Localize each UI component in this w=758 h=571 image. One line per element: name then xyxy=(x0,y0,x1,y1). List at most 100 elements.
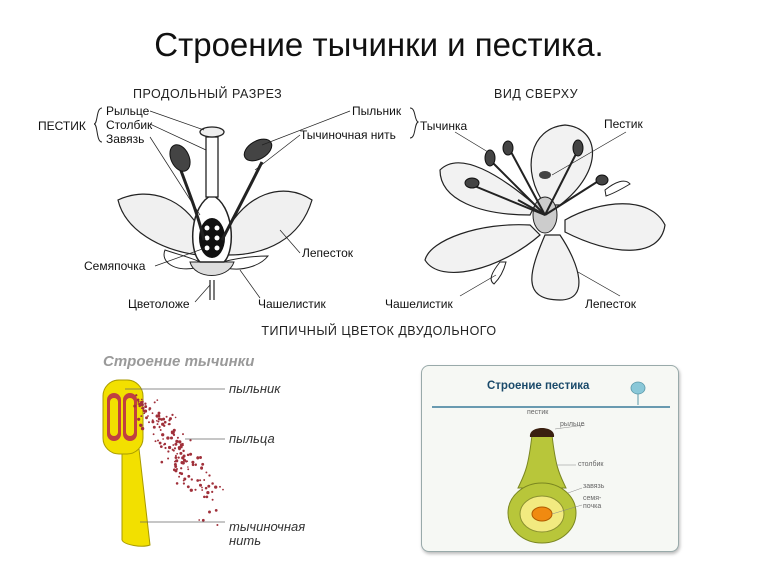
pistil-style xyxy=(517,434,567,489)
pollen-grain xyxy=(182,433,184,436)
pollen-grain xyxy=(169,436,174,440)
pollen-grain xyxy=(198,483,203,487)
pollen-grain xyxy=(162,424,166,428)
pollen-grain xyxy=(182,479,185,482)
pollen-grain xyxy=(158,441,162,445)
pollen-grain xyxy=(160,418,163,421)
pollen-grain xyxy=(191,463,195,467)
pollen-grain xyxy=(162,438,164,440)
anther-label-stamen: пыльник xyxy=(229,381,281,396)
right-filament xyxy=(220,161,264,241)
pollen-grain xyxy=(157,417,161,421)
pollen-grain xyxy=(189,488,193,492)
pollen-grain xyxy=(156,439,160,442)
pistil-group-label: ПЕСТИК xyxy=(38,119,86,133)
pollen-grain xyxy=(140,398,143,401)
pollen-grain xyxy=(152,433,155,436)
pollen-grain xyxy=(135,394,138,397)
pollen-grain xyxy=(179,451,183,455)
pollen-grain xyxy=(152,425,156,429)
pollen-grain xyxy=(211,490,214,493)
pollen-grain xyxy=(136,398,140,402)
pollen-grain xyxy=(157,420,160,423)
petal-label-left: Лепесток xyxy=(302,246,354,260)
pollen-grain xyxy=(175,459,179,463)
figure-caption: ТИПИЧНЫЙ ЦВЕТОК ДВУДОЛЬНОГО xyxy=(261,324,497,338)
ovule-tiny-label-line1: семя- xyxy=(583,495,602,502)
pollen-grain xyxy=(172,449,175,452)
pollen-grain xyxy=(203,479,206,481)
pollen-grain xyxy=(175,439,179,444)
pollen-grain xyxy=(172,428,176,432)
pollen-grain xyxy=(222,488,224,491)
pollen-grain xyxy=(182,449,185,453)
page-title: Строение тычинки и пестика. xyxy=(154,26,604,63)
pollen-grain xyxy=(139,423,143,427)
pollen-grain xyxy=(173,463,177,466)
ovary-tiny-label: завязь xyxy=(583,483,605,490)
pollen-grain xyxy=(211,498,214,501)
anther-label: Пыльник xyxy=(352,104,402,118)
pollen-grain xyxy=(164,446,167,450)
pollen-grain xyxy=(186,453,190,457)
pollen-grain xyxy=(138,404,141,408)
pollen-grain xyxy=(205,471,208,474)
pollen-grain xyxy=(201,489,204,491)
pollen-grain xyxy=(180,467,183,470)
pollen-grain xyxy=(148,421,150,424)
petal-label-top-view: Лепесток xyxy=(585,297,637,311)
pollen-grain xyxy=(158,425,161,428)
pollen-grain xyxy=(208,510,211,514)
right-petal xyxy=(225,190,313,256)
pollen-grain xyxy=(178,440,182,444)
pollen-grain xyxy=(161,433,165,437)
pollen-grain xyxy=(177,456,180,459)
pollen-grain xyxy=(176,436,179,439)
pollen-grain xyxy=(148,408,151,411)
pollen-grain xyxy=(175,467,179,471)
pollen-grain xyxy=(137,417,141,421)
pollen-grain xyxy=(201,518,205,522)
pollen-grain xyxy=(190,478,193,481)
pollen-grain xyxy=(205,495,209,499)
pollen-grain xyxy=(201,462,205,466)
pollen-grain xyxy=(204,486,208,490)
pollen-grain xyxy=(170,430,175,435)
pollen-grain xyxy=(160,460,164,464)
filament-label-line1: тычиночная xyxy=(229,519,306,534)
pollen-grain xyxy=(138,402,141,406)
pollen-cloud xyxy=(133,394,224,527)
pollen-grain xyxy=(151,412,154,415)
pollen-grain xyxy=(175,454,177,457)
stigma-label: Рыльце xyxy=(106,104,150,118)
pollen-grain xyxy=(163,443,165,446)
pollen-grain xyxy=(189,439,192,442)
pollen-grain xyxy=(174,469,178,473)
petal-left-bottom xyxy=(424,224,541,273)
pollen-grain xyxy=(214,509,218,512)
stamen-label-top-view: Тычинка xyxy=(420,119,468,133)
pollen-grain xyxy=(156,423,159,426)
pollen-grain xyxy=(140,407,143,410)
pollen-grain xyxy=(140,426,145,431)
stigma-tiny-label: рыльце xyxy=(560,421,585,428)
pollen-grain xyxy=(153,401,156,404)
pistil-diagram-title: Строение пестика xyxy=(487,380,590,392)
pollen-grain xyxy=(187,474,191,478)
pollen-grain xyxy=(166,436,170,440)
pollen-grain xyxy=(151,419,154,422)
pollen-grain xyxy=(175,482,179,485)
pollen-grain xyxy=(186,460,189,463)
ovule-label: Семяпочка xyxy=(84,259,146,273)
pollen-grain xyxy=(154,440,157,443)
pollen-grain xyxy=(180,446,183,449)
left-anther xyxy=(169,144,191,172)
pollen-grain xyxy=(172,444,175,446)
pollen-grain xyxy=(145,416,148,420)
pollen-grain xyxy=(167,450,170,453)
left-petal xyxy=(117,193,201,256)
pollen-grain xyxy=(191,460,195,464)
top-view-heading: ВИД СВЕРХУ xyxy=(494,87,579,101)
